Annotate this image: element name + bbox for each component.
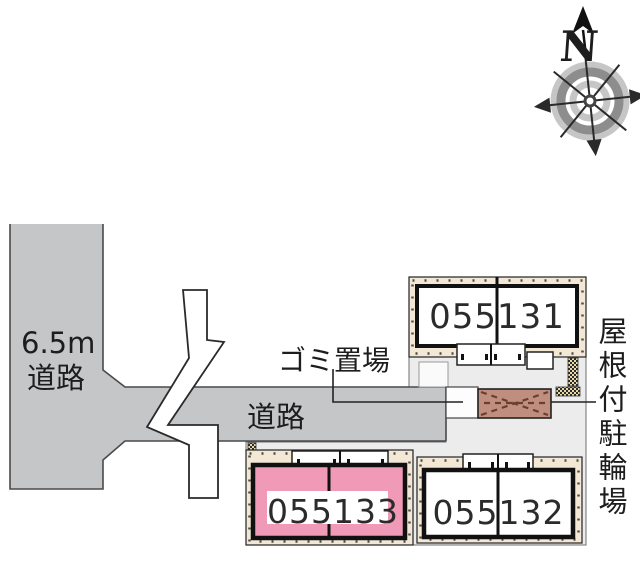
bike-parking-label: 屋根付駐輪場	[594, 316, 628, 520]
building-055131-entrance	[456, 343, 554, 370]
building-055133-label-box	[267, 491, 388, 524]
garbage-leader-line	[332, 369, 463, 403]
left-road-width-label: 6.5m	[21, 326, 96, 360]
compass-rose	[533, 6, 640, 157]
garbage-place-label: ゴミ置場	[278, 344, 391, 377]
building-055132	[416, 453, 583, 544]
road-break-symbol	[145, 289, 226, 499]
left-road-label: 道路	[27, 361, 86, 395]
building-055132-label: 055132	[432, 493, 565, 532]
horizontal-road-label: 道路	[247, 400, 306, 434]
building-055131-label: 055131	[429, 297, 565, 337]
north-arrow-icon	[572, 6, 594, 57]
building-055133-label: 055133	[267, 492, 399, 531]
building-055133	[245, 449, 414, 546]
north-label: N	[558, 22, 601, 71]
building-055131	[408, 276, 587, 370]
bike-shed	[477, 388, 552, 419]
walkway	[418, 361, 449, 388]
